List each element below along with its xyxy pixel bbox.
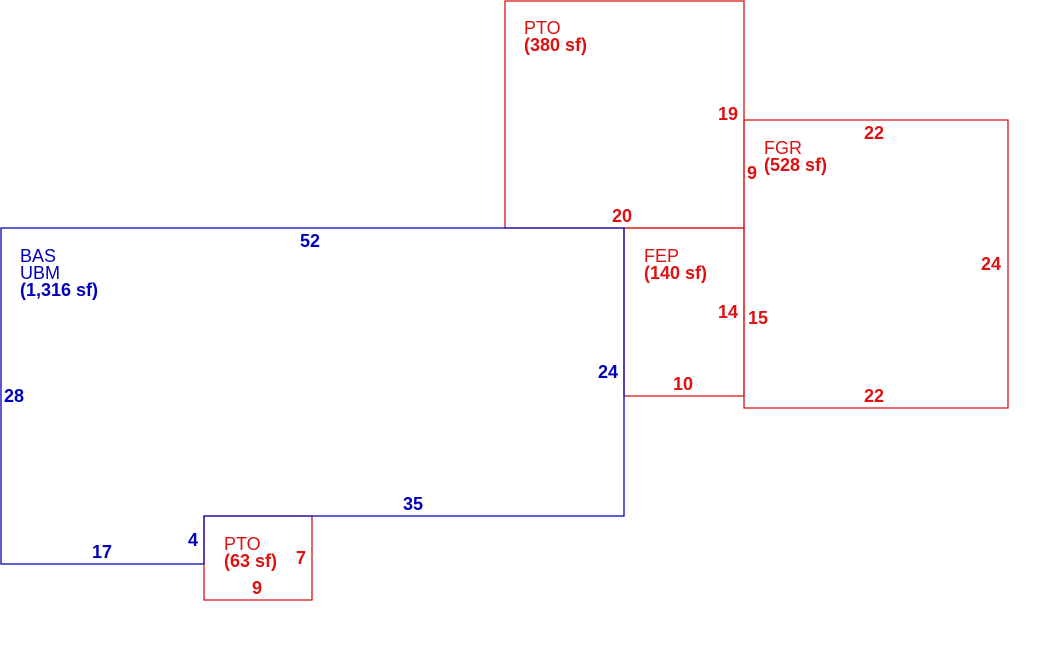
dim-pto-top-right: 19 — [718, 104, 739, 124]
bas-outline — [0, 227, 625, 565]
dim-fgr-bottom: 22 — [864, 386, 885, 406]
bas-area-value: (1,316 sf) — [20, 280, 99, 300]
dim-fep-right: 14 — [718, 302, 739, 322]
pto-bottom-area-label: PTO (63 sf) — [224, 534, 278, 571]
dim-bas-right: 24 — [598, 362, 619, 382]
dim-fep-bottom: 10 — [673, 374, 694, 394]
pto-top-code: PTO — [524, 18, 561, 38]
dim-bas-step: 4 — [188, 530, 199, 550]
fgr-code: FGR — [764, 138, 802, 158]
ubm-code: UBM — [20, 263, 60, 283]
dim-pto-bottom-bottom: 9 — [252, 578, 263, 598]
dim-fgr-top: 22 — [864, 123, 885, 143]
bas-code: BAS — [20, 246, 57, 266]
pto-bottom-area-value: (63 sf) — [224, 551, 278, 571]
dim-fgr-right: 24 — [981, 254, 1002, 274]
dim-fgr-left-upper: 9 — [747, 163, 758, 183]
dim-fgr-left-lower: 15 — [748, 308, 769, 328]
dim-bas-top: 52 — [300, 231, 321, 251]
fep-area-label: FEP (140 sf) — [644, 246, 708, 283]
fep-code: FEP — [644, 246, 680, 266]
pto-bottom-code: PTO — [224, 534, 261, 554]
bas-area-label: BAS UBM (1,316 sf) — [20, 246, 99, 300]
fgr-area-value: (528 sf) — [764, 155, 828, 175]
dim-pto-bottom-right: 7 — [296, 548, 307, 568]
dim-bas-left: 28 — [4, 386, 25, 406]
fgr-area-label: FGR (528 sf) — [764, 138, 828, 175]
pto-top-area-label: PTO (380 sf) — [524, 18, 588, 55]
fep-area-value: (140 sf) — [644, 263, 708, 283]
dim-bas-bottom: 17 — [92, 542, 113, 562]
dim-pto-top-bottom: 20 — [612, 206, 633, 226]
dim-bas-mid-bottom: 35 — [403, 494, 424, 514]
pto-top-area-value: (380 sf) — [524, 35, 588, 55]
